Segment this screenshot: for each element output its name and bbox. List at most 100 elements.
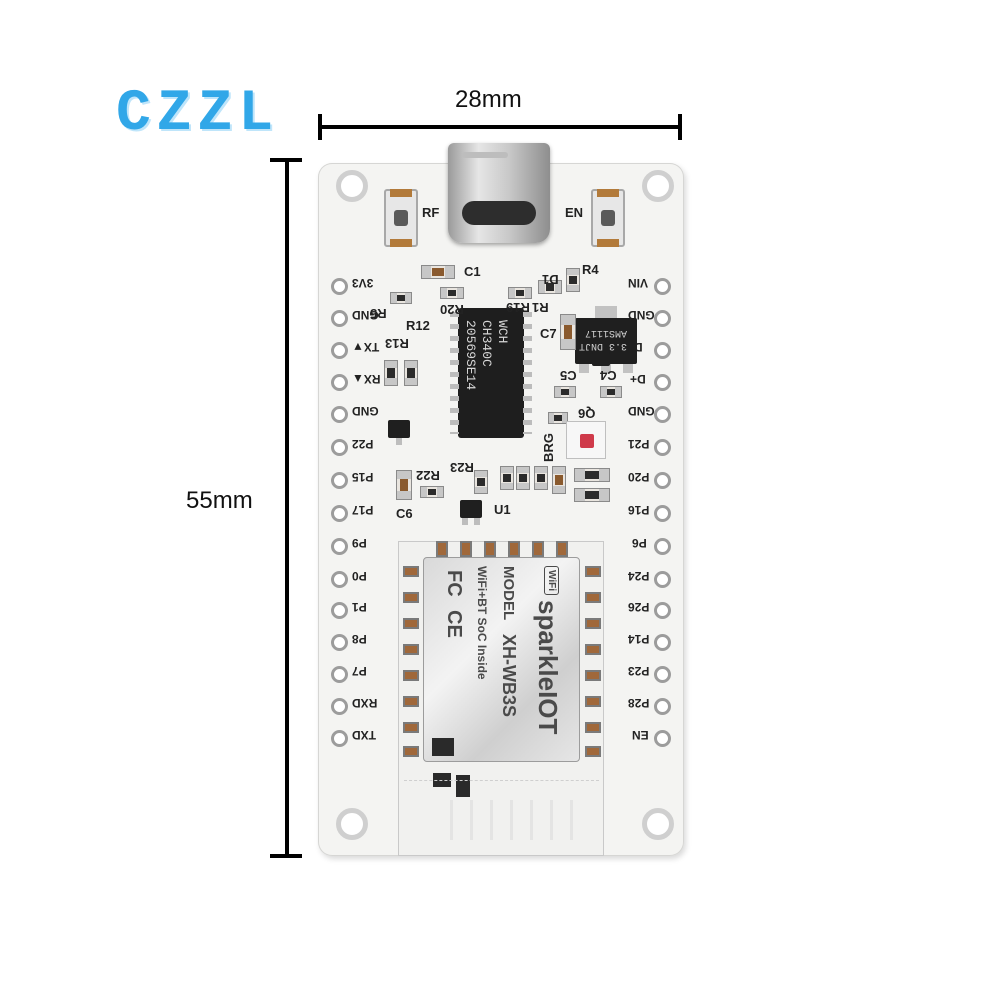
right-pin-label: VIN [628,276,649,290]
left-pin-label: P9 [352,536,367,550]
module-pad-top [484,541,496,557]
silk-u1: U1 [494,502,511,517]
regulator-part: AMS1117 [585,327,628,338]
rf-shield: sparkleIOT WiFi MODEL XH-WB3S WiFi+BT So… [423,557,580,762]
left-pin-label: 3V3 [352,276,374,290]
pin-hole-right [654,730,671,747]
module-model-prefix: MODEL [500,566,517,621]
right-pin-label: P16 [628,503,650,517]
silk-r5: R5 [370,306,387,321]
capacitor-small-3 [574,488,610,502]
right-pin-label: P21 [628,437,650,451]
pin-hole-right [654,406,671,423]
module-model: XH-WB3S [499,634,519,718]
pin-hole-right [654,342,671,359]
module-pad-right [585,696,601,707]
left-pin-label: P8 [352,632,367,646]
resistor-small-4 [534,466,548,490]
mounting-hole-bottom-left [336,808,368,840]
resistor-r12 [404,360,418,386]
silk-r23: R23 [450,460,474,475]
module-brand: sparkleIOT [533,600,563,735]
left-pin-label: GND [352,404,379,418]
module-pad-right [585,618,601,629]
pin-hole-left [331,374,348,391]
left-pin-label: P17 [352,503,374,517]
module-pad-top [436,541,448,557]
silk-d1: D1 [542,272,559,287]
capacitor-small-2 [574,468,610,482]
left-pin-label: P22 [352,437,374,451]
pin-hole-right [654,374,671,391]
pin-hole-left [331,602,348,619]
resistor-r13 [384,360,398,386]
right-pin-label: P28 [628,696,650,710]
transistor-2 [592,352,610,366]
left-pin-label: P0 [352,569,367,583]
right-pin-label: P6 [632,536,647,550]
left-pin-label: TXD [352,728,376,742]
en-button [591,189,625,247]
silk-r20: R20 [440,302,464,317]
module-pad-left [403,670,419,681]
silk-r1: R1 [532,300,549,315]
brand-logo: CZZL [116,82,280,147]
pin-hole-left [331,439,348,456]
left-pin-label: P1 [352,600,367,614]
usb-c-connector [448,143,550,243]
pin-hole-right [654,278,671,295]
rf-label: RF [422,205,440,220]
pin-hole-right [654,634,671,651]
rf-button [384,189,418,247]
chip-lot-code: 20569SE14 [463,320,478,391]
module-pad-top [556,541,568,557]
pin-hole-right [654,505,671,522]
module-crystal [432,738,454,756]
module-pad-top [460,541,472,557]
resistor-small-1 [548,412,568,424]
silk-r19: R19 [506,300,530,315]
pin-hole-right [654,538,671,555]
resistor-small-3 [516,466,530,490]
module-pad-right [585,566,601,577]
module-pad-left [403,644,419,655]
pin-hole-left [331,472,348,489]
silk-q6: Q6 [578,406,596,421]
silk-c1: C1 [464,264,481,279]
right-pin-label: P23 [628,664,650,678]
left-pin-label: RX▲ [352,372,381,386]
pin-hole-right [654,571,671,588]
pin-hole-right [654,439,671,456]
capacitor-c4 [600,386,622,398]
module-pad-left [403,618,419,629]
right-pin-label: EN [632,728,649,742]
silk-c4: C4 [600,368,617,383]
module-pad-left [403,592,419,603]
right-pin-label: GND [628,404,655,418]
pin-hole-left [331,730,348,747]
module-pad-right [585,746,601,757]
silk-c7: C7 [540,326,557,341]
module-pad-left [403,722,419,733]
module-pad-right [585,670,601,681]
transistor-u1 [460,500,482,525]
left-pin-label: P7 [352,664,367,678]
right-pin-label: P14 [628,632,650,646]
silk-c5: C5 [560,368,577,383]
chip-logo: WCH [495,320,510,344]
right-pin-label: P20 [628,470,650,484]
usb-serial-chip: WCH CH340C 20569SE14 [450,308,532,438]
pcb-antenna-trace [450,800,580,840]
en-label: EN [565,205,584,220]
mounting-hole-top-right [642,170,674,202]
pin-hole-right [654,310,671,327]
mounting-hole-bottom-right [642,808,674,840]
pin-hole-left [331,505,348,522]
right-pin-label: P26 [628,600,650,614]
module-pad-top [532,541,544,557]
ce-mark: CE [443,610,465,638]
width-dimension-label: 28mm [455,86,522,113]
pin-hole-left [331,538,348,555]
resistor-r4 [566,268,580,292]
